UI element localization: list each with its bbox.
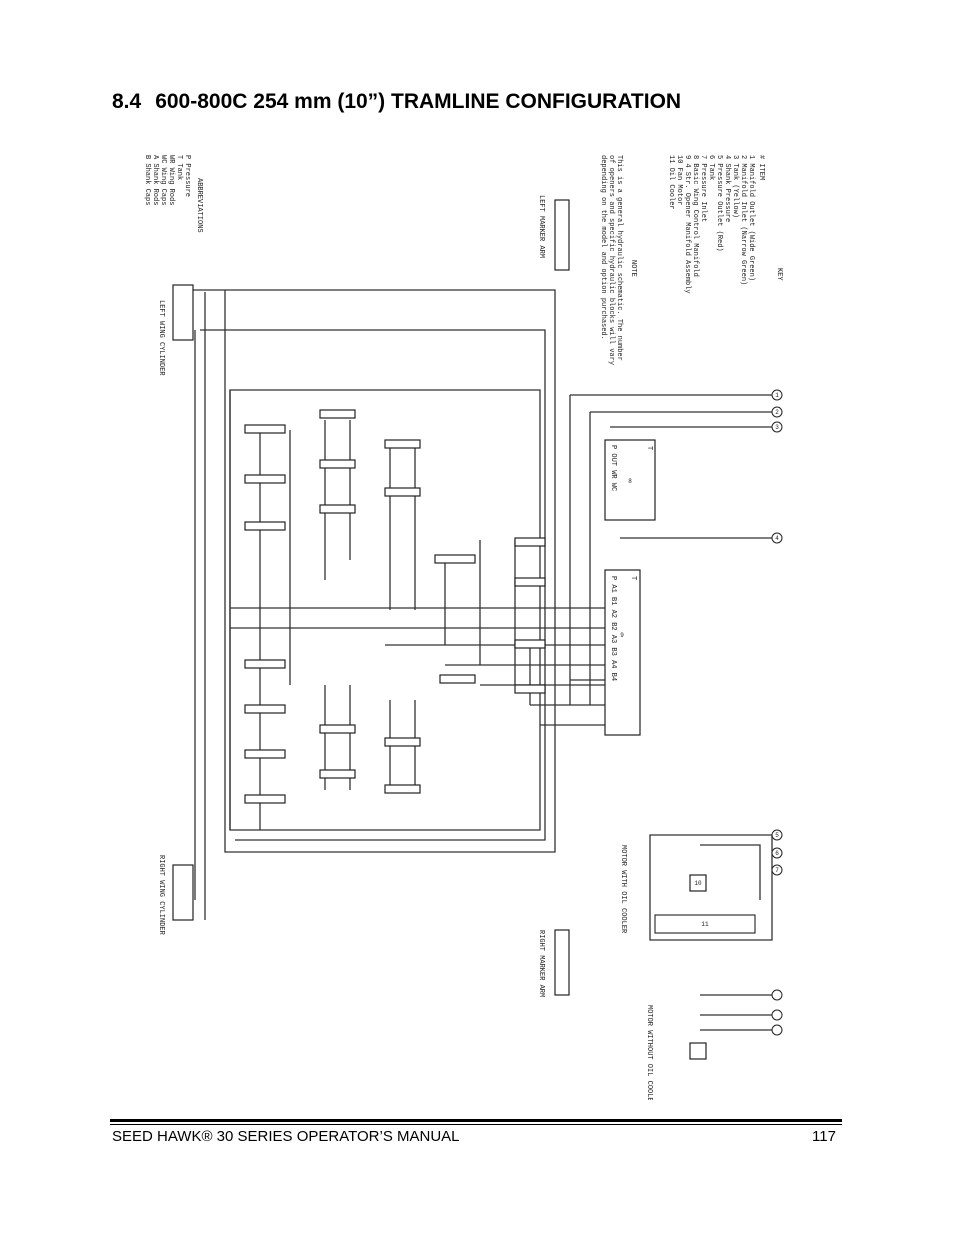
key-item-8: 8 Basic Wing Control Manifold bbox=[691, 155, 699, 277]
key-item-5: 5 Pressure Outlet (Red) bbox=[715, 155, 723, 252]
key-item-2: 2 Manifold Inlet (Narrow Green) bbox=[739, 155, 747, 285]
callout-4: 4 bbox=[775, 535, 779, 542]
note-line-1: This is a general hydraulic schematic. T… bbox=[615, 155, 623, 361]
motor-with-cooler-label: MOTOR WITH OIL COOLER bbox=[619, 845, 627, 934]
key-item-3: 3 Tank (Yellow) bbox=[731, 155, 739, 218]
callout-3: 3 bbox=[775, 424, 779, 431]
key-item-1: 1 Manifold Outlet (Wide Green) bbox=[747, 155, 755, 281]
callout-6: 6 bbox=[775, 850, 779, 857]
note-title: NOTE bbox=[629, 260, 637, 277]
callout-11: 11 bbox=[701, 921, 709, 928]
callout-5: 5 bbox=[775, 832, 779, 839]
wing-manifold-ports: P OUT WR WC bbox=[609, 445, 617, 491]
callout-10: 10 bbox=[694, 880, 702, 887]
right-wing-cylinder-label: RIGHT WING CYLINDER bbox=[157, 855, 165, 936]
abbreviation-wc: WC Wing Caps bbox=[159, 155, 167, 205]
key-item-9: 9 4 Str. Opener Manifold Assembly bbox=[683, 155, 691, 294]
key-title: KEY bbox=[775, 268, 783, 281]
footer-manual-title: SEED HAWK® 30 SERIES OPERATOR’S MANUAL bbox=[112, 1128, 460, 1145]
key-item-10: 10 Fan Motor bbox=[675, 155, 683, 205]
footer-page-number: 117 bbox=[812, 1128, 836, 1145]
motor-without-cooler-label: MOTOR WITHOUT OIL COOLER bbox=[645, 1005, 653, 1100]
callout-2: 2 bbox=[775, 409, 779, 416]
abbreviation-t: T Tank bbox=[175, 155, 183, 180]
section-number: 8.4 bbox=[112, 90, 142, 113]
abbreviation-wr: WR Wing Rods bbox=[167, 155, 175, 205]
key-item-6: 6 Tank bbox=[707, 155, 715, 180]
shank-manifold-ports: P A1 B1 A2 B2 A3 B3 A4 B4 bbox=[609, 576, 617, 681]
key-item-7: 7 Pressure Inlet bbox=[699, 155, 707, 222]
key-item-header: # ITEM bbox=[757, 155, 765, 180]
section-title: 600-800C 254 mm (10”) TRAMLINE CONFIGURA… bbox=[155, 90, 682, 113]
footer-rule-thick bbox=[110, 1119, 842, 1122]
abbreviation-p: P Pressure bbox=[183, 155, 191, 197]
hydraulic-schematic: KEY # ITEM 1 Manifold Outlet (Wide Green… bbox=[143, 155, 783, 1100]
abbreviation-b: B Shank Caps bbox=[143, 155, 151, 205]
callout-8: 8 bbox=[628, 478, 632, 485]
note-line-2: of openers and specific hydraulic blocks… bbox=[607, 155, 615, 365]
shank-manifold-t: T bbox=[629, 576, 637, 580]
key-item-11: 11 Oil Cooler bbox=[667, 155, 675, 210]
section-heading: 8.4 600-800C 254 mm (10”) TRAMLINE CONFIG… bbox=[112, 90, 681, 114]
note-line-3: depending on the model and option purcha… bbox=[599, 155, 607, 340]
left-marker-arm-label: LEFT MARKER ARM bbox=[537, 195, 545, 258]
callout-1: 1 bbox=[775, 392, 779, 399]
abbreviation-a: A Shank Rods bbox=[151, 155, 159, 205]
key-item-4: 4 Shank Pressure bbox=[723, 155, 731, 222]
left-wing-cylinder-label: LEFT WING CYLINDER bbox=[157, 300, 165, 376]
right-marker-arm-label: RIGHT MARKER ARM bbox=[537, 930, 545, 997]
callout-7: 7 bbox=[775, 867, 779, 874]
callout-9: 9 bbox=[620, 632, 624, 639]
footer-rule-thin bbox=[110, 1124, 842, 1125]
wing-manifold-t: T bbox=[645, 446, 653, 450]
abbreviations-title: ABBREVIATIONS bbox=[195, 178, 203, 233]
